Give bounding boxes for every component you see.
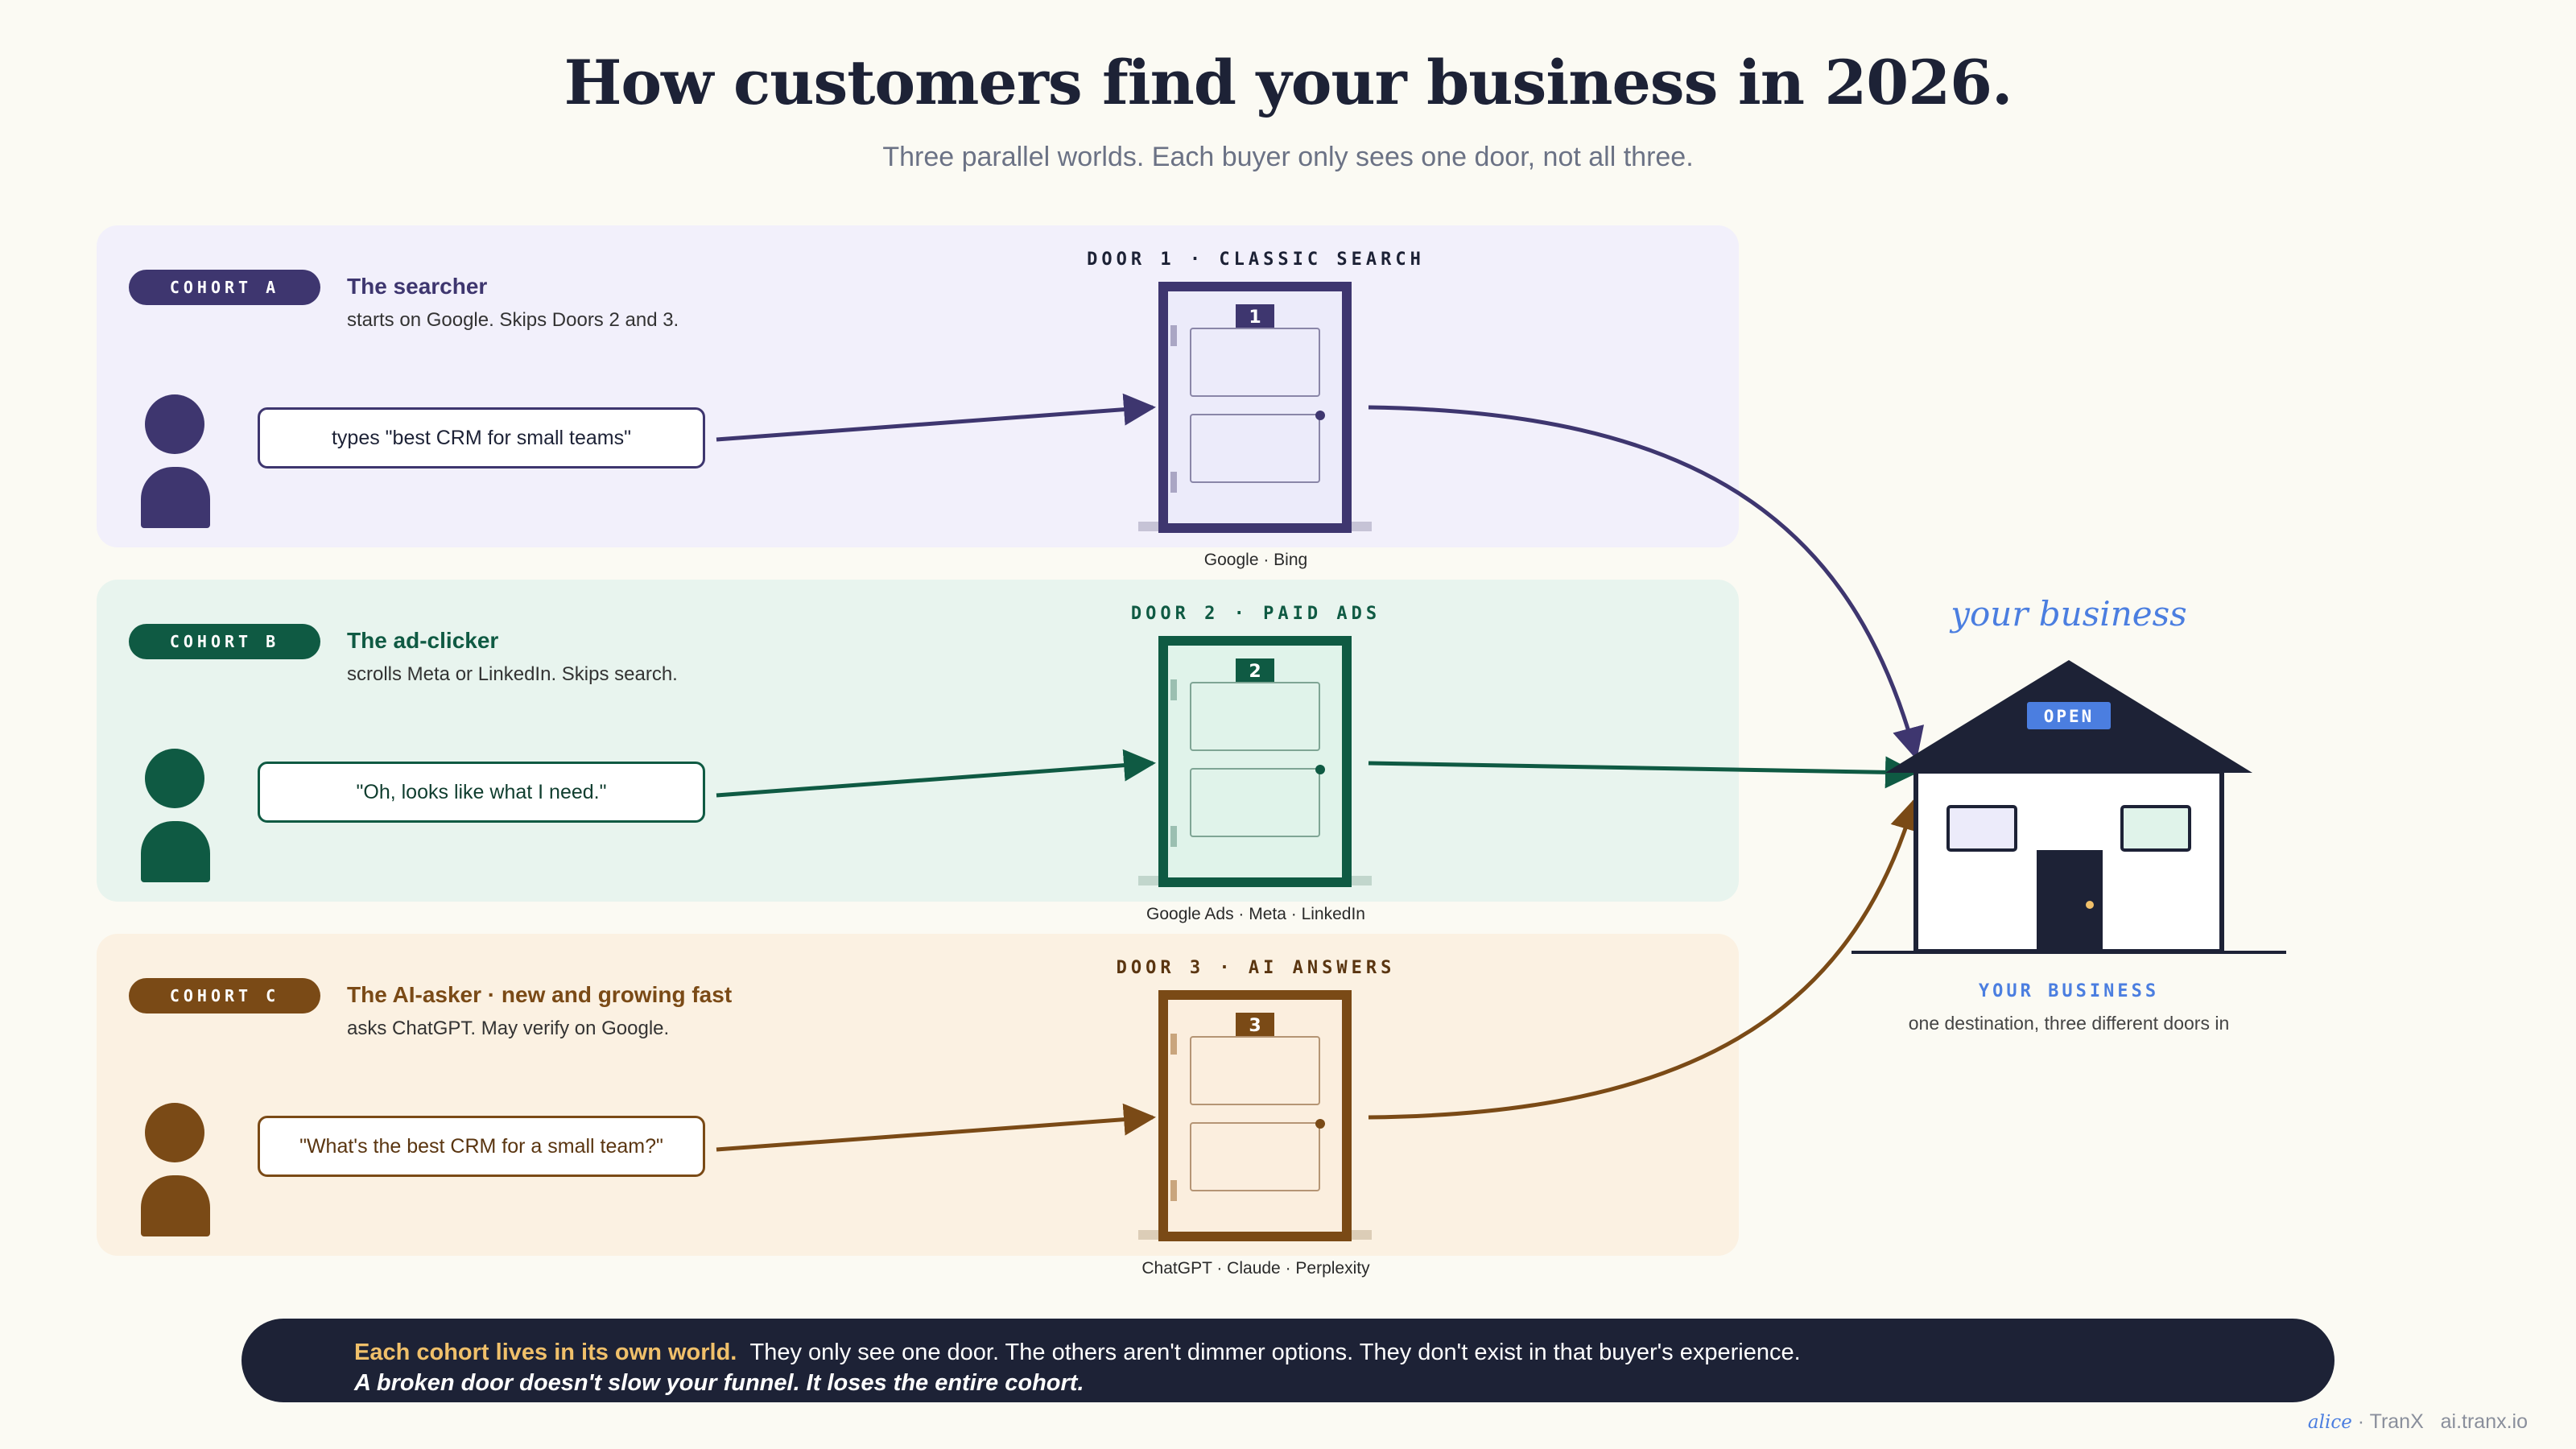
page-title: How customers find your business in 2026…: [564, 47, 2013, 118]
cohort-b-avatar-body: [141, 821, 210, 882]
door-2-icon: 2: [1138, 636, 1372, 887]
cohort-a-avatar-head: [145, 394, 204, 454]
door-1-label: DOOR 1 · CLASSIC SEARCH: [1087, 250, 1425, 270]
cohort-c-desc: asks ChatGPT. May verify on Google.: [347, 1018, 670, 1039]
cohort-b-avatar-head: [145, 749, 204, 808]
door-3-icon: 3: [1138, 990, 1372, 1241]
arrow-c-to-door: [716, 1103, 1156, 1152]
cohort-c-avatar-body: [141, 1175, 210, 1236]
banner-italic: A broken door doesn't slow your funnel. …: [354, 1370, 1084, 1396]
arrow-door3-to-house: [1368, 798, 1922, 1120]
door-2-label: DOOR 2 · PAID ADS: [1130, 604, 1381, 624]
door-1-icon: 1: [1138, 282, 1372, 533]
cohort-c-avatar-head: [145, 1103, 204, 1162]
cohort-a-avatar-body: [141, 467, 210, 528]
arrow-a-to-door: [716, 393, 1156, 442]
cohort-a-badge: COHORT A: [129, 270, 320, 305]
cohort-b-query-bubble: "Oh, looks like what I need.": [258, 762, 705, 823]
door-1-number: 1: [1249, 308, 1261, 328]
house-icon: OPEN: [1852, 660, 2286, 954]
house-subcaption: one destination, three different doors i…: [1908, 1013, 2230, 1034]
door-3-number: 3: [1249, 1016, 1261, 1036]
cohort-a-query-bubble: types "best CRM for small teams": [258, 407, 705, 469]
cohort-b-badge: COHORT B: [129, 624, 320, 659]
cohort-a-title: The searcher: [347, 274, 488, 299]
door-2-number: 2: [1249, 662, 1261, 682]
cohort-a-panel: COHORT A The searcher starts on Google. …: [97, 225, 1739, 547]
cohort-c-badge: COHORT C: [129, 978, 320, 1013]
cohort-c-title: The AI-asker · new and growing fast: [347, 982, 733, 1007]
banner-highlight: Each cohort lives in its own world.: [354, 1340, 737, 1365]
page-subtitle: Three parallel worlds. Each buyer only s…: [882, 142, 1694, 172]
door-3-platforms: ChatGPT · Claude · Perplexity: [1141, 1259, 1370, 1278]
house-caption: YOUR BUSINESS: [1978, 981, 2160, 1001]
cohort-b-title: The ad-clicker: [347, 628, 499, 653]
door-1-platforms: Google · Bing: [1203, 551, 1308, 569]
summary-banner: Each cohort lives in its own world. They…: [242, 1319, 2334, 1402]
cohort-b-panel: COHORT B The ad-clicker scrolls Meta or …: [97, 580, 1739, 902]
door-3-label: DOOR 3 · AI ANSWERS: [1116, 958, 1396, 978]
footer-brand: alice: [2307, 1412, 2352, 1433]
footer: alice · TranX ai.tranx.io: [2308, 1410, 2528, 1434]
arrow-b-to-door: [716, 749, 1156, 798]
door-2-platforms: Google Ads · Meta · LinkedIn: [1146, 905, 1365, 923]
footer-sep: · TranX: [2351, 1410, 2424, 1433]
house-script-label: your business: [1951, 594, 2187, 634]
banner-text: They only see one door. The others aren'…: [749, 1340, 1801, 1365]
cohort-b-desc: scrolls Meta or LinkedIn. Skips search.: [347, 663, 678, 685]
cohort-c-panel: COHORT C The AI-asker · new and growing …: [97, 934, 1739, 1256]
cohort-a-desc: starts on Google. Skips Doors 2 and 3.: [347, 309, 679, 331]
house-open-sign: [2027, 702, 2111, 729]
arrow-door2-to-house: [1368, 756, 1918, 789]
arrow-door1-to-house: [1368, 405, 1925, 760]
house-open-sign-text: OPEN: [2044, 707, 2095, 726]
footer-url: ai.tranx.io: [2440, 1410, 2528, 1433]
cohort-c-query-bubble: "What's the best CRM for a small team?": [258, 1116, 705, 1177]
